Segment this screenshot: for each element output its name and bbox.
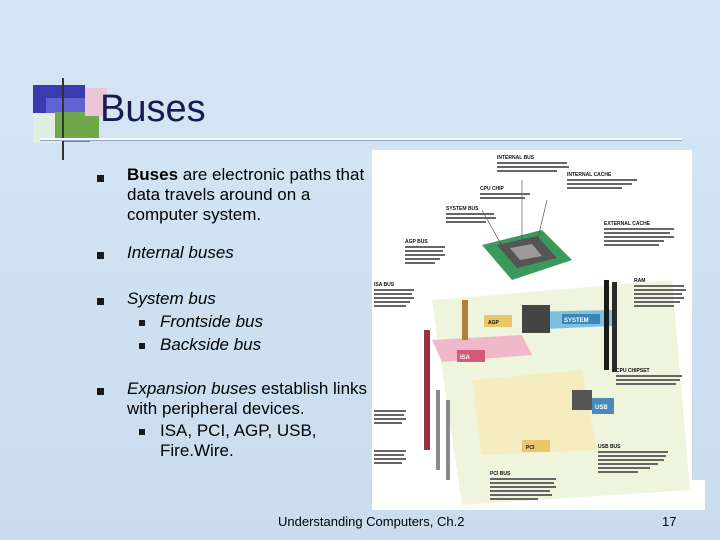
cpu-chip-label: CPU CHIP [480, 186, 505, 192]
bullet-buses: Buses are electronic paths that data tra… [127, 165, 382, 225]
usb-bus-label: USB BUS [598, 444, 621, 450]
bullet-expansion-text: establish links with peripheral devices. [127, 379, 368, 418]
agp-label: AGP [488, 320, 500, 326]
pci-bus-band [472, 370, 597, 455]
system-tag [562, 314, 600, 324]
bullet-expansion-term: Expansion buses [127, 379, 257, 398]
footer-text: Understanding Computers, Ch.2 [278, 514, 465, 529]
sub-bullet-backside-bus: Backside bus [160, 335, 262, 354]
bus-diagram: ISA PCI AGP SYSTEM USB [372, 150, 692, 510]
isa-label: ISA [460, 355, 471, 361]
agp-tag [484, 315, 512, 327]
cpu-die [510, 244, 542, 260]
system-label: SYSTEM [564, 318, 589, 324]
sub-bullet-marker [139, 343, 145, 349]
bullet-marker [97, 298, 104, 305]
isa-slot [424, 330, 430, 450]
bullet-marker [97, 252, 104, 259]
usb-label: USB [595, 405, 608, 411]
internal-bus-label: INTERNAL BUS [497, 155, 535, 161]
bullet-marker [97, 175, 104, 182]
callout-line [536, 199, 548, 243]
ram-stick [612, 282, 617, 372]
bullet-marker [97, 388, 104, 395]
title-underline [40, 138, 682, 140]
sub-bullet-frontside-bus: Frontside bus [160, 312, 263, 331]
page-number: 17 [662, 514, 677, 529]
slide-title: Buses [100, 88, 206, 130]
agp-slot [462, 300, 468, 340]
usb-port [592, 398, 614, 414]
cpu-chipset-chip [522, 305, 550, 333]
external-cache-label: EXTERNAL CACHE [604, 221, 651, 227]
pci-label: PCI [526, 445, 535, 451]
bullet-buses-text: are electronic paths that data travels a… [127, 165, 365, 224]
decor-vertical-line [62, 78, 64, 160]
isa-bus-label: ISA BUS [374, 282, 395, 288]
bullet-system-bus: System bus [127, 289, 216, 308]
callout-line [481, 209, 503, 247]
pci-tag [522, 440, 550, 452]
cpu-chipset-label: CPU CHIPSET [616, 368, 650, 374]
sub-bullet-marker [139, 429, 145, 435]
bullet-buses-term: Buses [127, 165, 179, 184]
bullet-expansion-buses: Expansion buses establish links with per… [127, 379, 377, 419]
south-bridge-chip [572, 390, 592, 410]
diagram-description-text [374, 162, 686, 500]
decor-square-pink [85, 88, 107, 116]
bus-diagram-svg: ISA PCI AGP SYSTEM USB [374, 155, 690, 505]
system-bus-label: SYSTEM BUS [446, 206, 479, 212]
pci-bus-label: PCI BUS [490, 471, 511, 477]
sub-bullet-marker [139, 320, 145, 326]
sub-bullet-bus-types: ISA, PCI, AGP, USB, Fire.Wire. [160, 421, 317, 460]
agp-bus-label: AGP BUS [405, 239, 428, 245]
ram-stick [604, 280, 609, 370]
ram-label: RAM [634, 278, 645, 284]
bullet-internal-buses: Internal buses [127, 243, 234, 262]
internal-cache-label: INTERNAL CACHE [567, 172, 612, 178]
expansion-slot [446, 400, 450, 480]
expansion-slot [436, 390, 440, 470]
isa-tag [457, 350, 485, 362]
